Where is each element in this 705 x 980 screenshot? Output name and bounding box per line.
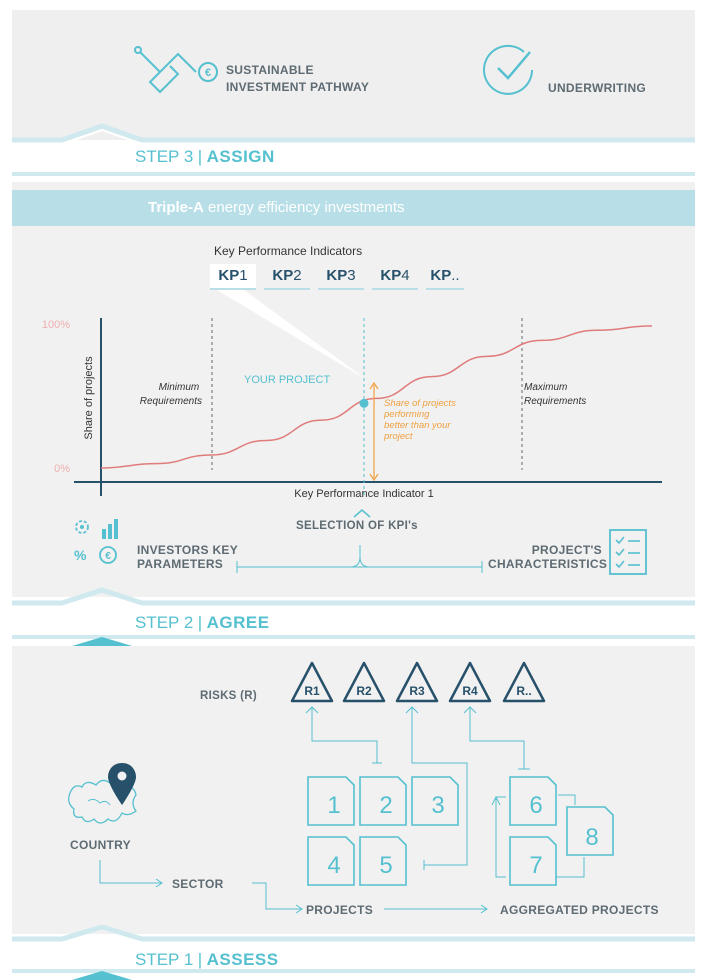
checklist-icon — [609, 529, 647, 575]
kpi-title: Key Performance Indicators — [214, 244, 363, 258]
check-circle-icon — [483, 44, 533, 95]
svg-text:€: € — [205, 67, 211, 79]
svg-text:1: 1 — [327, 792, 340, 819]
step3-underline — [12, 172, 695, 176]
sector-label: SECTOR — [172, 877, 224, 891]
top-section — [12, 10, 695, 140]
svg-text:%: % — [74, 547, 87, 563]
y-tick-0: 0% — [54, 463, 70, 475]
pathway-icon: € — [134, 46, 218, 94]
country-label: COUNTRY — [70, 838, 131, 852]
svg-text:7: 7 — [529, 852, 542, 879]
projects-label: PROJECTS — [306, 903, 374, 917]
risk-r1: R1 — [290, 661, 334, 703]
your-project-label: YOUR PROJECT — [244, 374, 330, 386]
flow-diagram: R1 R2 R3 R4 R.. 1 2 — [68, 661, 614, 914]
kpi-chip-4[interactable]: KP4 — [372, 264, 418, 290]
kpi-chips: KP1 KP2 KP3 KP4 KP.. — [210, 264, 464, 290]
kpi-chip-3[interactable]: KP3 — [318, 264, 364, 290]
triple-a-banner: Triple-A energy efficiency investments — [12, 190, 695, 226]
step3-panel — [12, 182, 695, 597]
step1-divider — [12, 925, 695, 980]
aggregated-doc-7: 7 — [509, 836, 557, 886]
step1-heading: STEP 1 | ASSESS — [135, 950, 279, 969]
step2-divider — [12, 587, 695, 630]
share-curve — [100, 325, 653, 469]
project-characteristics-label: PROJECT'S CHARACTERISTICS — [488, 543, 608, 571]
step2-heading: STEP 2 | AGREE — [135, 613, 270, 632]
svg-text:6: 6 — [529, 792, 542, 819]
svg-text:R1: R1 — [304, 684, 320, 698]
kpi-chart: 100% 0% Share of projects Minimum Requir… — [42, 290, 662, 500]
svg-text:3: 3 — [431, 792, 444, 819]
step2-underline — [12, 635, 695, 646]
aggregated-projects-label: AGGREGATED PROJECTS — [500, 903, 659, 917]
project-doc-4: 4 — [307, 836, 355, 886]
investor-parameters-icon: % € — [74, 519, 118, 564]
kpi-chip-more[interactable]: KP.. — [426, 264, 464, 290]
aggregated-doc-6: 6 — [509, 776, 557, 826]
europe-map-icon — [68, 779, 137, 824]
share-note: Share of projects performing better than… — [383, 398, 458, 442]
project-doc-3: 3 — [411, 776, 459, 826]
svg-text:4: 4 — [327, 852, 340, 879]
project-dot — [359, 398, 369, 408]
kpi-selection-bracket — [236, 509, 483, 573]
x-axis-label: Key Performance Indicator 1 — [294, 488, 433, 500]
step3-heading: STEP 3 | ASSIGN — [135, 147, 275, 166]
y-axis-label: Share of projects — [83, 356, 95, 440]
minimum-label: Minimum Requirements — [140, 382, 202, 407]
investors-label: INVESTORS KEY PARAMETERS — [137, 543, 239, 571]
project-doc-2: 2 — [359, 776, 407, 826]
svg-text:8: 8 — [585, 824, 598, 851]
risk-r4: R4 — [448, 661, 492, 703]
kpi-callout — [217, 290, 367, 380]
svg-text:€: € — [105, 551, 111, 562]
underwriting-label: UNDERWRITING — [548, 81, 647, 95]
project-doc-5: 5 — [359, 836, 407, 886]
svg-text:R4: R4 — [462, 684, 478, 698]
aggregated-doc-8: 8 — [566, 806, 614, 856]
kpi-chip-1[interactable]: KP1 — [210, 264, 256, 290]
y-tick-100: 100% — [42, 319, 70, 331]
risks-label: RISKS (R) — [200, 690, 258, 702]
svg-text:R3: R3 — [409, 684, 425, 698]
kpi-selection-label: SELECTION OF KPI's — [296, 520, 418, 532]
risk-rmore: R.. — [502, 661, 546, 703]
sustainable-label: SUSTAINABLE INVESTMENT PATHWAY — [226, 63, 370, 94]
project-doc-1: 1 — [307, 776, 355, 826]
kpi-chip-2[interactable]: KP2 — [264, 264, 310, 290]
svg-text:R..: R.. — [516, 684, 531, 698]
maximum-label: Maximum Requirements — [524, 382, 586, 407]
risk-r2: R2 — [342, 661, 386, 703]
svg-text:R2: R2 — [356, 684, 372, 698]
step3-divider — [12, 123, 695, 168]
svg-text:2: 2 — [379, 792, 392, 819]
risk-r3: R3 — [395, 661, 439, 703]
location-pin-icon — [108, 763, 136, 805]
svg-text:5: 5 — [379, 852, 392, 879]
